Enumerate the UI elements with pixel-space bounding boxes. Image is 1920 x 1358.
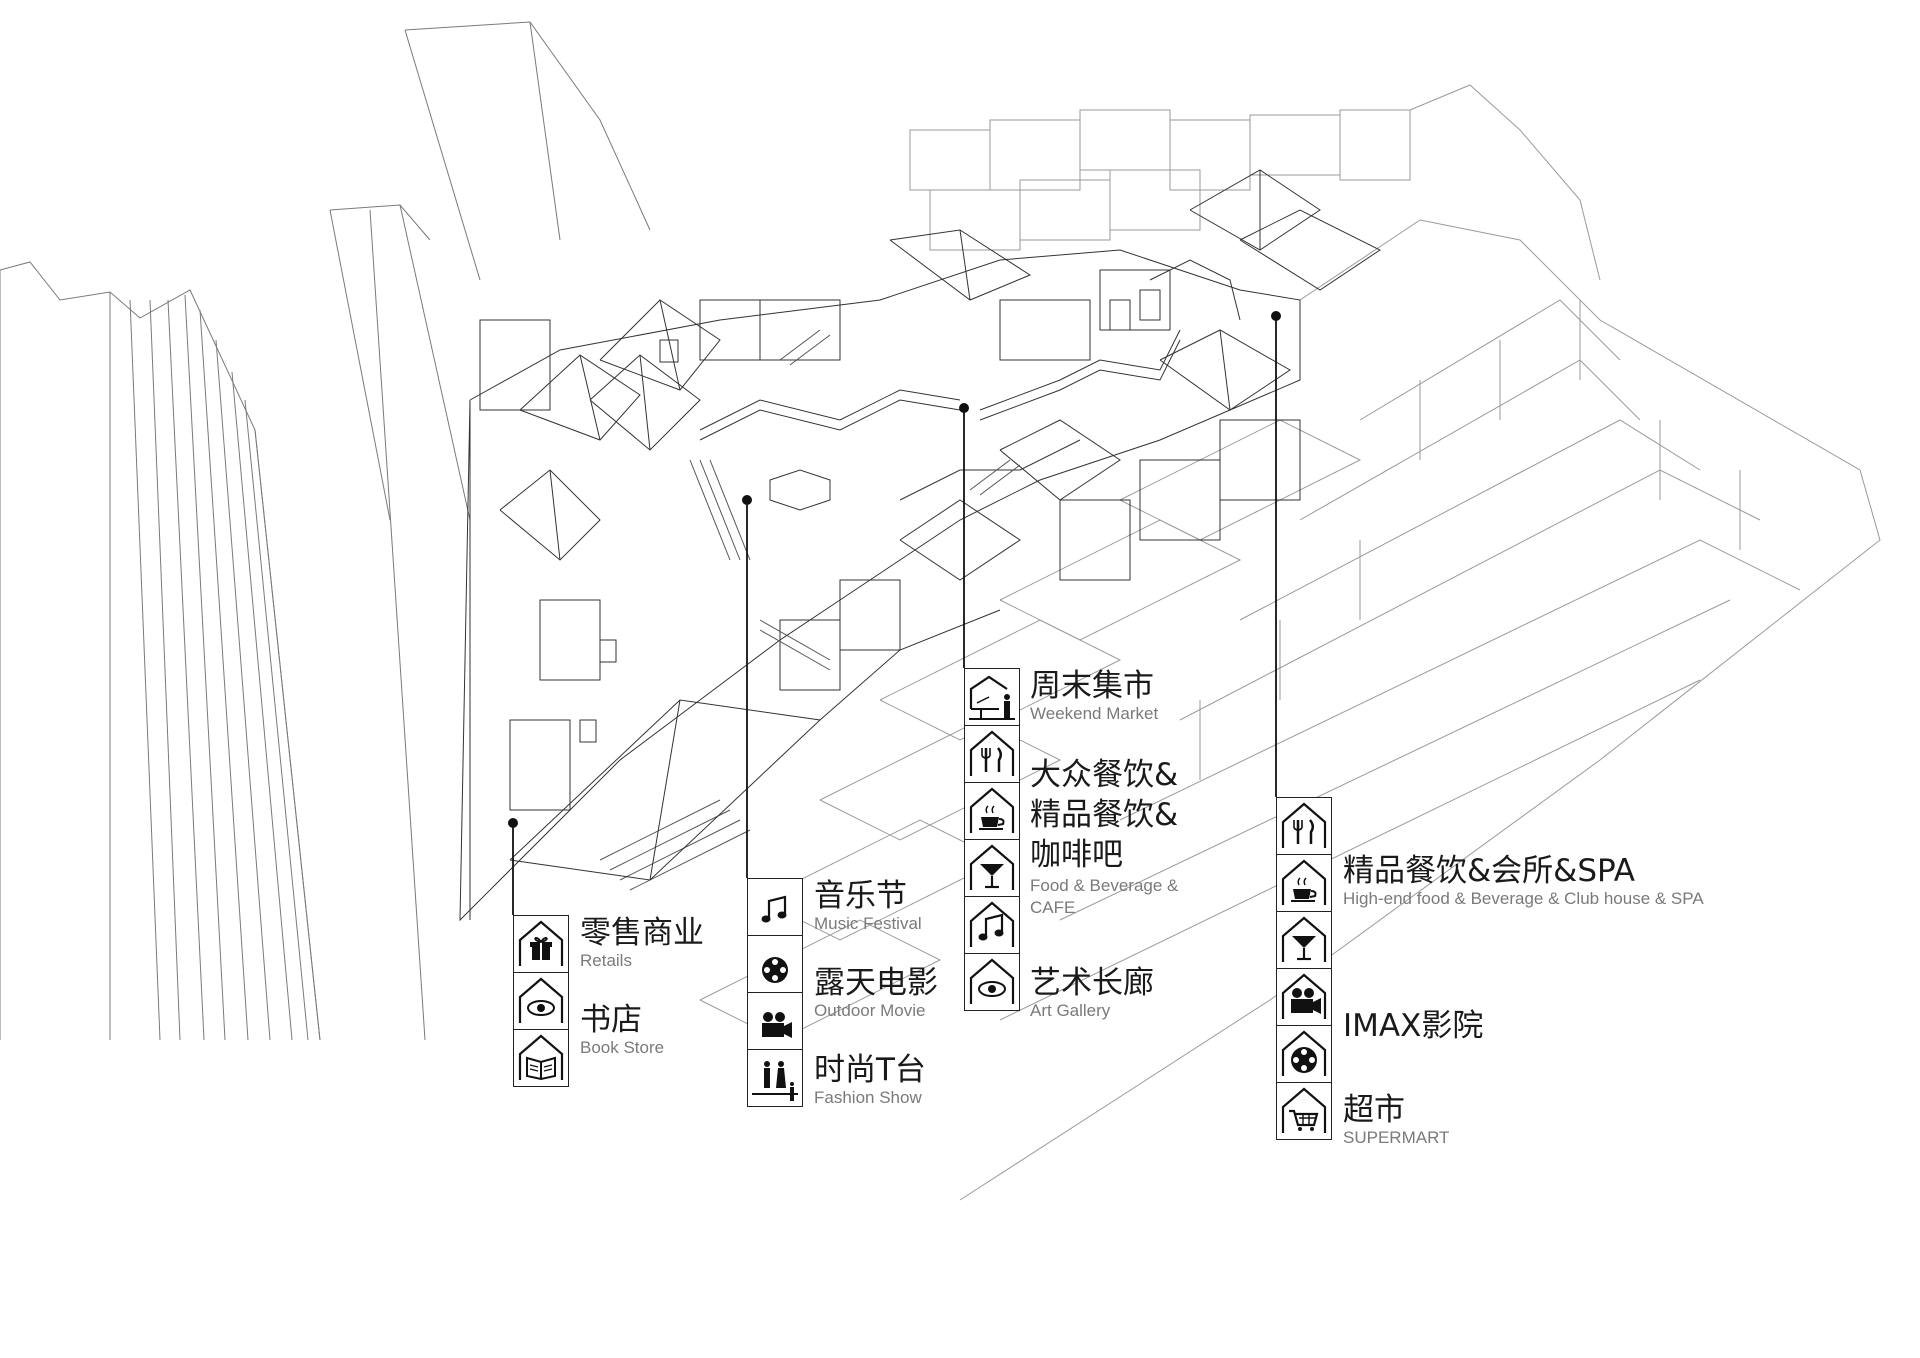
label-highend-food: 精品餐饮&会所&SPA High-end food & Beverage & C… [1343, 853, 1704, 908]
label-zh: IMAX影院 [1343, 1008, 1484, 1044]
market-stall-icon [965, 669, 1019, 726]
fork-knife-house-icon [1277, 798, 1331, 855]
label-en: High-end food & Beverage & Club house & … [1343, 889, 1704, 908]
label-zh: 艺术长廊 [1030, 965, 1154, 1001]
movie-camera-icon [748, 993, 802, 1050]
label-en: Fashion Show [814, 1088, 922, 1107]
music-note-icon [748, 879, 802, 936]
label-en: Weekend Market [1030, 704, 1159, 723]
label-art-gallery: 艺术长廊 Art Gallery [1030, 965, 1154, 1020]
coffee-cup-house-icon [1277, 855, 1331, 912]
music-note-house-icon [965, 897, 1019, 954]
movie-camera-house-icon [1277, 969, 1331, 1026]
label-en: Music Festival [814, 914, 922, 933]
icon-stack-premium [1276, 797, 1332, 1140]
label-en: Retails [580, 951, 632, 970]
book-house-icon [514, 1030, 568, 1086]
label-zh: 零售商业 [580, 915, 704, 951]
label-supermart: 超市 SUPERMART [1343, 1092, 1449, 1147]
label-imax: IMAX影院 [1343, 1008, 1483, 1044]
label-en: SUPERMART [1343, 1128, 1450, 1147]
location-pins [508, 311, 1281, 828]
icon-stack-retail [513, 915, 569, 1087]
coffee-cup-house-icon [965, 783, 1019, 840]
pin-retail [508, 818, 518, 828]
label-fashion-show: 时尚T台 Fashion Show [814, 1052, 926, 1107]
film-reel-icon [748, 936, 802, 993]
top-tall-slab [404, 21, 651, 281]
pin-events [742, 495, 752, 505]
label-zh: 露天电影 [814, 965, 938, 1001]
label-music-festival: 音乐节 Music Festival [814, 878, 922, 933]
label-en: Art Gallery [1030, 1001, 1111, 1020]
shopping-cart-house-icon [1277, 1083, 1331, 1139]
fork-knife-house-icon [965, 726, 1019, 783]
label-zh: 音乐节 [814, 878, 907, 914]
label-bookstore: 书店 Book Store [580, 1002, 664, 1057]
pin-premium [1271, 311, 1281, 321]
cocktail-house-icon [1277, 912, 1331, 969]
background-blocks [699, 84, 1881, 1201]
eye-house-icon [965, 954, 1019, 1010]
label-zh: 精品餐饮&会所&SPA [1343, 853, 1635, 889]
label-food-beverage: 大众餐饮& 精品餐饮& 咖啡吧 Food & Beverage & CAFE [1030, 755, 1178, 919]
label-en: Book Store [580, 1038, 665, 1057]
pin-market [959, 403, 969, 413]
label-outdoor-movie: 露天电影 Outdoor Movie [814, 965, 938, 1020]
escalator-lines [599, 329, 1021, 891]
label-zh: 时尚T台 [814, 1052, 926, 1088]
label-retail: 零售商业 Retails [580, 915, 704, 970]
label-en: Food & Beverage & CAFE [1030, 876, 1179, 917]
label-zh: 大众餐饮& 精品餐饮& 咖啡吧 [1030, 757, 1179, 873]
cocktail-house-icon [965, 840, 1019, 897]
leader-lines [512, 316, 1277, 915]
label-zh: 周末集市 [1030, 668, 1154, 704]
mid-left-tower [329, 204, 471, 1041]
icon-stack-events [747, 878, 803, 1107]
fashion-figures-icon [748, 1050, 802, 1106]
label-en: Outdoor Movie [814, 1001, 926, 1020]
eye-house-icon [514, 973, 568, 1030]
label-weekend-market: 周末集市 Weekend Market [1030, 668, 1158, 723]
label-zh: 书店 [580, 1002, 642, 1038]
label-zh: 超市 [1343, 1092, 1405, 1128]
gift-house-icon [514, 916, 568, 973]
left-tall-building [0, 261, 321, 1041]
central-complex [459, 169, 1381, 922]
icon-stack-market [964, 668, 1020, 1011]
film-reel-house-icon [1277, 1026, 1331, 1083]
